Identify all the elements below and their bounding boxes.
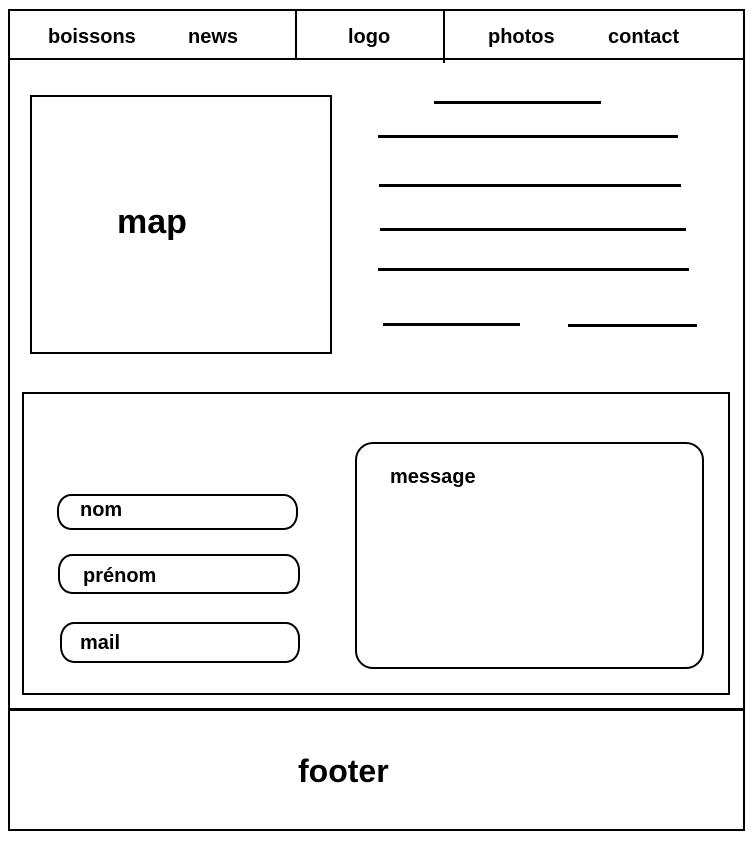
map-label: map [117, 203, 187, 241]
nav-item-contact[interactable]: contact [608, 26, 680, 48]
contact-form [22, 392, 730, 695]
text-placeholder-line [383, 323, 520, 326]
nav-divider [443, 9, 445, 63]
text-placeholder-line [434, 101, 601, 104]
text-placeholder-line [379, 184, 681, 187]
page-frame [8, 9, 745, 831]
map-placeholder[interactable] [30, 95, 332, 354]
mail-field[interactable] [60, 622, 300, 663]
text-placeholder-line [378, 268, 689, 271]
message-textarea[interactable] [355, 442, 704, 669]
text-placeholder-line [568, 324, 697, 327]
text-placeholder-line [378, 135, 678, 138]
footer-separator [8, 708, 745, 711]
message-label: message [390, 466, 476, 488]
header-nav [8, 9, 745, 60]
nav-item-news[interactable]: news [188, 26, 239, 48]
nav-item-photos[interactable]: photos [488, 26, 555, 48]
nom-field-label: nom [80, 499, 123, 521]
mail-field-label: mail [80, 632, 121, 654]
prenom-field[interactable] [58, 554, 300, 594]
nav-item-boissons[interactable]: boissons [48, 26, 136, 48]
logo[interactable]: logo [348, 26, 391, 48]
nom-field[interactable] [57, 494, 298, 530]
footer-label: footer [298, 753, 389, 789]
prenom-field-label: prénom [83, 565, 157, 587]
text-placeholder-line [380, 228, 686, 231]
nav-divider [295, 9, 297, 60]
